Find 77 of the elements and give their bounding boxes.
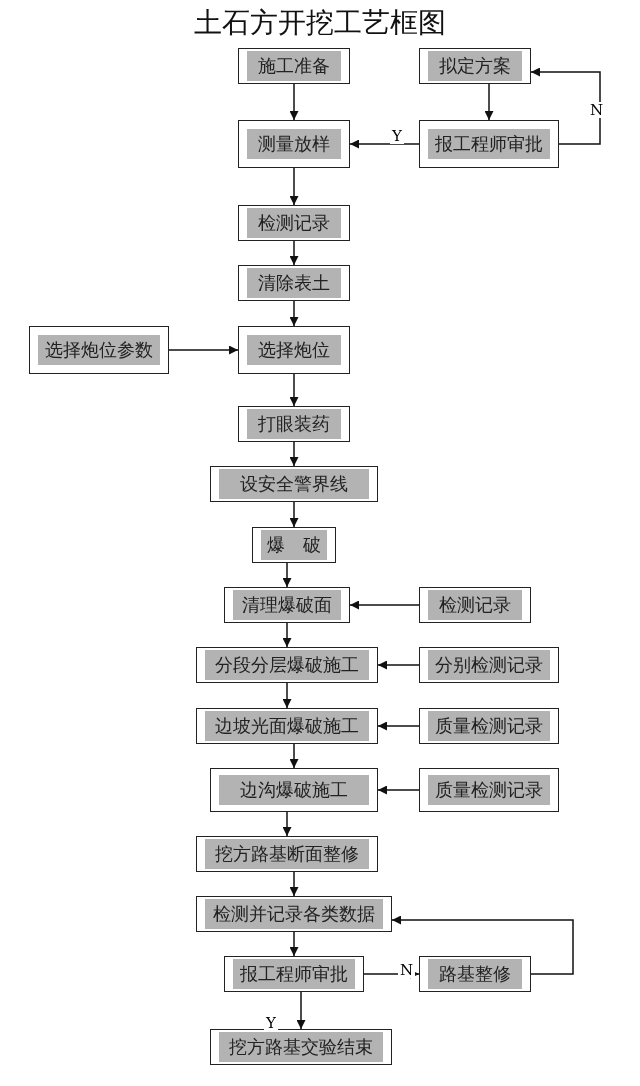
- arrow: [349, 139, 420, 149]
- diagram-title: 土石方开挖工艺框图: [193, 5, 447, 41]
- step-label: 施工准备: [247, 51, 341, 81]
- step-label: 质量检测记录: [428, 775, 550, 805]
- step-label: 边坡光面爆破施工: [205, 711, 369, 741]
- process-box: [196, 708, 378, 744]
- step-label: 质量检测记录: [428, 711, 550, 741]
- process-box: [419, 48, 531, 84]
- step-label: 爆 破: [261, 530, 327, 560]
- process-box: [210, 466, 378, 502]
- process-box: [210, 768, 378, 812]
- arrow: [530, 67, 601, 145]
- edge-label: N: [398, 962, 416, 978]
- step-label: 路基整修: [428, 959, 522, 989]
- arrow: [289, 300, 299, 327]
- arrow: [282, 622, 292, 648]
- process-box: [419, 647, 559, 683]
- arrow: [289, 441, 299, 467]
- arrow: [289, 871, 299, 897]
- arrow: [282, 682, 292, 709]
- step-label: 边沟爆破施工: [219, 775, 369, 805]
- edge-label: Y: [264, 1015, 278, 1031]
- step-label: 拟定方案: [428, 51, 522, 81]
- arrow: [289, 167, 299, 206]
- process-box: [419, 587, 531, 623]
- step-label: 检测并记录各类数据: [205, 899, 383, 929]
- process-box: [224, 587, 350, 623]
- step-label: 清除表土: [247, 268, 341, 298]
- step-label: 挖方路基断面整修: [205, 839, 369, 869]
- step-label: 检测记录: [247, 208, 341, 238]
- step-label: 检测记录: [428, 590, 522, 620]
- step-label: 选择炮位: [247, 335, 341, 365]
- process-box: [210, 1029, 392, 1065]
- process-box: [419, 708, 559, 744]
- arrow: [289, 373, 299, 407]
- arrow: [391, 915, 574, 975]
- arrow: [168, 345, 239, 355]
- process-box: [196, 836, 378, 872]
- arrow: [377, 785, 420, 795]
- step-label: 选择炮位参数: [38, 335, 160, 365]
- process-box: [238, 326, 350, 374]
- step-label: 测量放样: [247, 129, 341, 159]
- step-label: 打眼装药: [247, 409, 341, 439]
- process-box: [238, 120, 350, 168]
- process-box: [29, 326, 169, 374]
- arrow: [289, 743, 299, 769]
- arrow: [289, 83, 299, 121]
- process-box: [419, 120, 559, 168]
- process-box: [224, 956, 364, 992]
- process-box: [196, 647, 378, 683]
- arrow: [289, 501, 299, 528]
- arrow: [377, 660, 420, 670]
- step-label: 报工程师审批: [233, 959, 355, 989]
- step-label: 报工程师审批: [428, 129, 550, 159]
- process-box: [238, 48, 350, 84]
- process-box: [238, 406, 350, 442]
- step-label: 分别检测记录: [428, 650, 550, 680]
- step-label: 设安全警界线: [219, 469, 369, 499]
- edge-label: Y: [390, 128, 404, 144]
- process-box: [419, 956, 531, 992]
- step-label: 分段分层爆破施工: [205, 650, 369, 680]
- arrow: [282, 811, 292, 837]
- arrow: [377, 721, 420, 731]
- process-box: [196, 896, 392, 932]
- step-label: 挖方路基交验结束: [219, 1032, 383, 1062]
- arrow: [296, 991, 306, 1030]
- arrow: [484, 83, 494, 121]
- process-box: [419, 768, 559, 812]
- arrow: [289, 931, 299, 957]
- process-box: [252, 527, 336, 563]
- arrow: [282, 562, 292, 588]
- process-box: [238, 205, 350, 241]
- process-box: [238, 265, 350, 301]
- edge-label: N: [588, 102, 606, 118]
- arrow: [289, 240, 299, 266]
- step-label: 清理爆破面: [233, 590, 341, 620]
- arrow: [349, 600, 420, 610]
